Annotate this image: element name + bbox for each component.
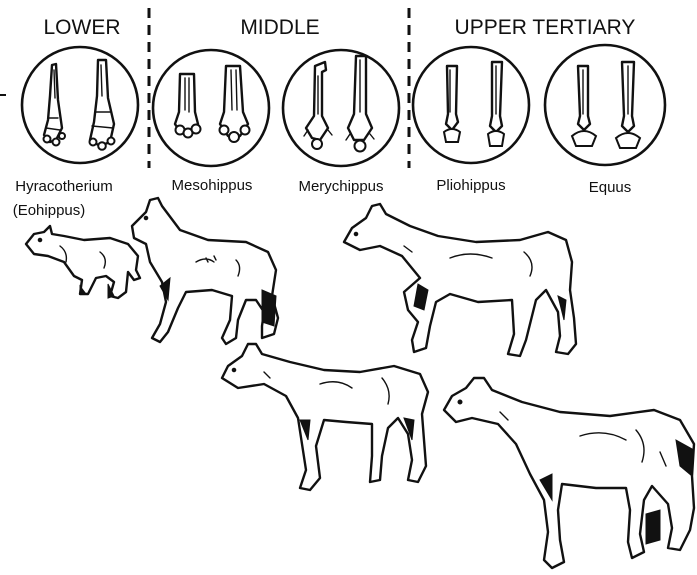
period-label-lower: LOWER: [43, 16, 120, 39]
species-alt-label-eohippus: (Eohippus): [13, 202, 86, 219]
foot-circle-equus: [545, 45, 665, 165]
illustration-merychippus: [344, 204, 576, 356]
illustration-equus: [444, 378, 694, 568]
species-label-hyracotherium: Hyracotherium: [15, 178, 113, 195]
period-label-middle: MIDDLE: [240, 16, 319, 39]
illustration-mesohippus: [132, 198, 278, 344]
species-label-equus: Equus: [589, 179, 632, 196]
foot-circle-pliohippus: [413, 47, 529, 163]
foot-circle-mesohippus: [153, 50, 269, 166]
species-label-pliohippus: Pliohippus: [436, 177, 505, 194]
illustration-hyracotherium: [26, 226, 140, 298]
period-label-upper-tertiary: UPPER TERTIARY: [455, 16, 636, 39]
foot-circle-hyracotherium: [22, 47, 138, 163]
species-label-merychippus: Merychippus: [298, 178, 383, 195]
foot-circle-merychippus: [283, 50, 399, 166]
species-label-mesohippus: Mesohippus: [172, 177, 253, 194]
illustration-pliohippus: [222, 344, 428, 490]
